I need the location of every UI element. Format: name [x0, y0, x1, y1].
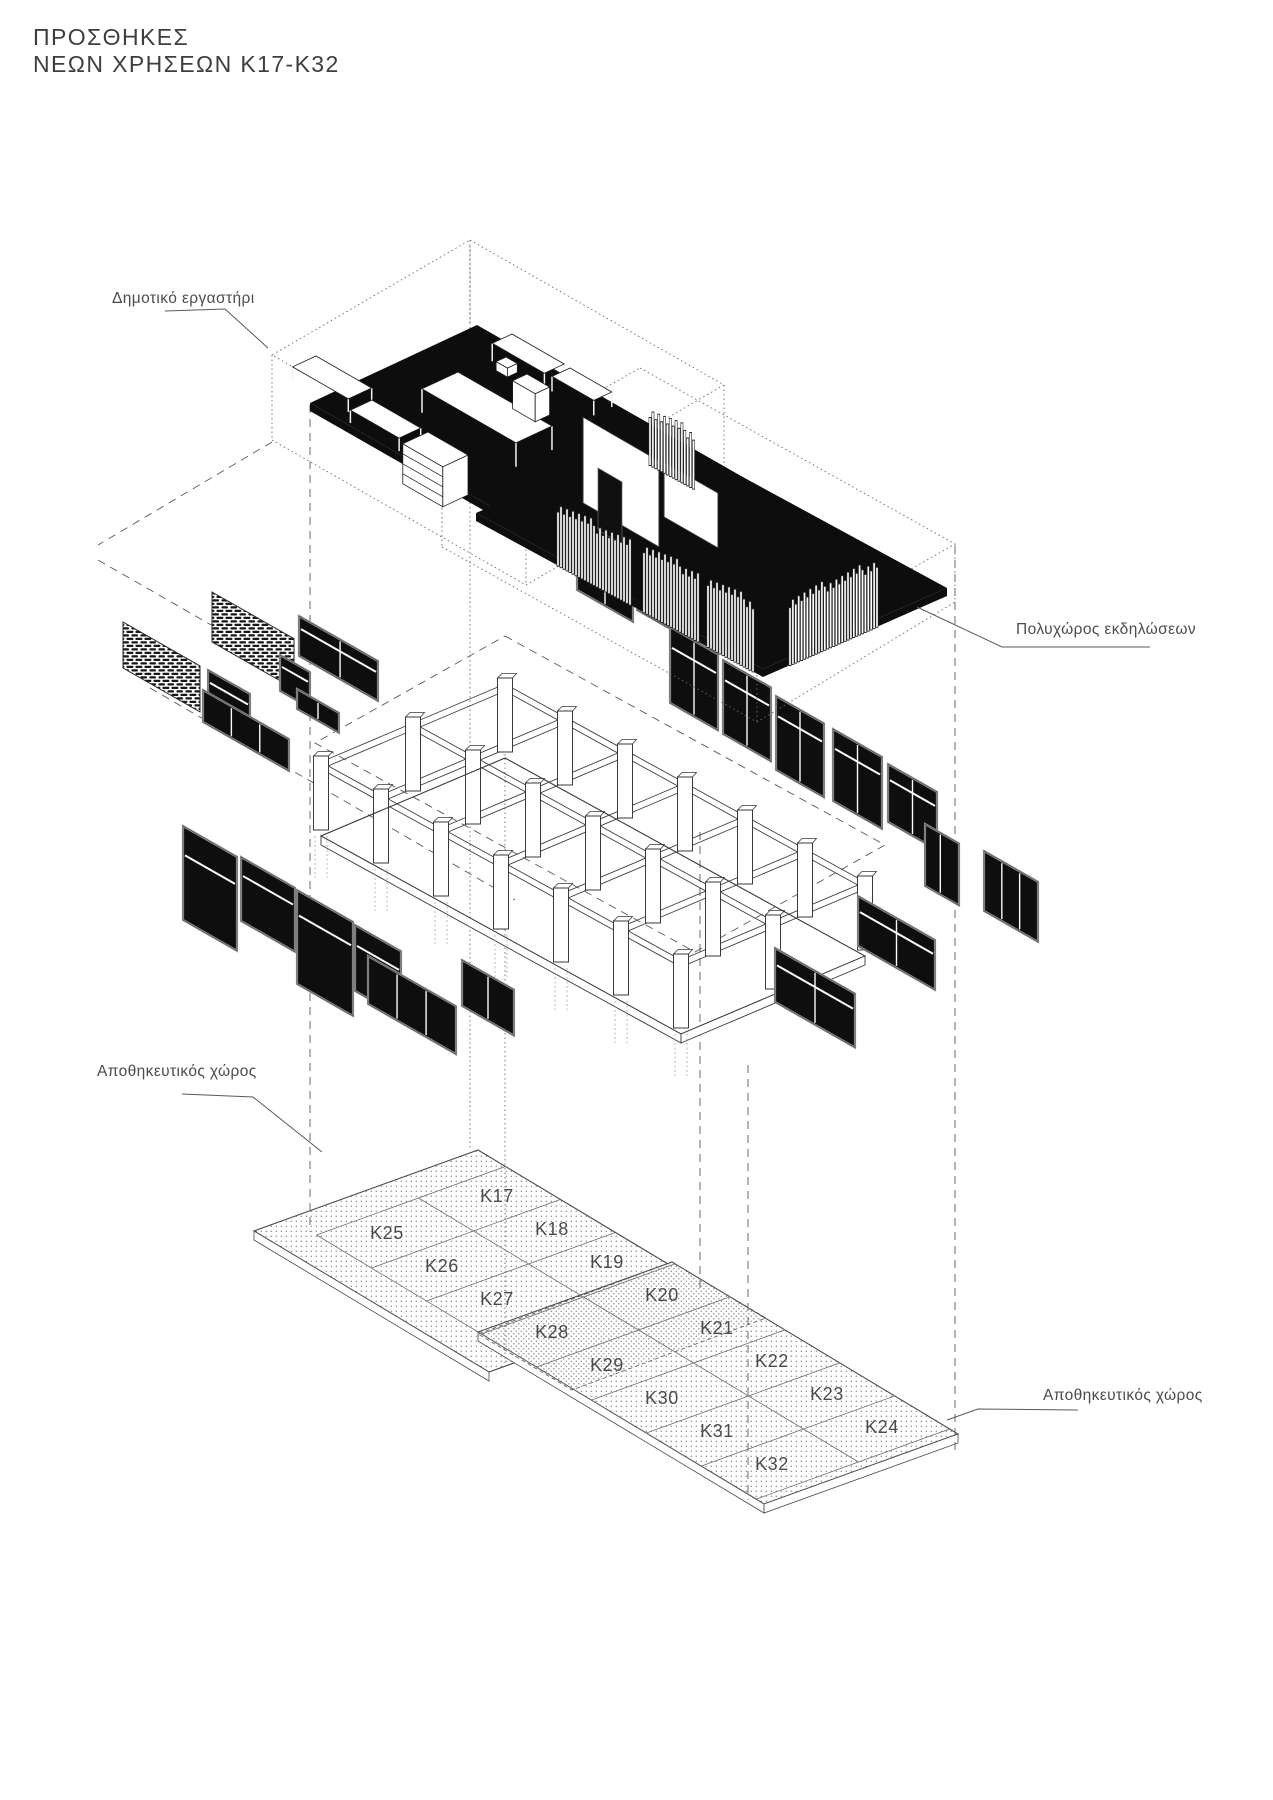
event-hall-curtains: [556, 411, 879, 673]
title-line2: ΝΕΩΝ ΧΡΗΣΕΩΝ Κ17-Κ32: [33, 51, 340, 78]
leader-event-hall: [916, 606, 1150, 648]
window-panel: [721, 658, 773, 764]
window-panel: [366, 954, 458, 1057]
window-panel: [239, 855, 297, 954]
grid-cell-label-30: K30: [645, 1388, 679, 1408]
grid-cell-label-17: K17: [480, 1186, 514, 1206]
window-panel: [460, 958, 516, 1038]
window-panel: [773, 946, 857, 1050]
window-panel: [668, 625, 720, 733]
facade-panels-layer: [122, 550, 1040, 1057]
roof-workshop-layer: [271, 239, 956, 723]
window-panel: [297, 614, 380, 703]
door-panel: [982, 849, 1040, 944]
label-storage-left: Αποθηκευτικός χώρος: [97, 1063, 257, 1080]
grid-cell-label-29: K29: [590, 1355, 624, 1375]
window-panel: [201, 688, 291, 773]
grid-cell-label-25: K25: [370, 1223, 404, 1243]
grid-cell-label-23: K23: [810, 1384, 844, 1404]
grid-cell-label-31: K31: [700, 1421, 734, 1441]
workshop-furniture: [291, 333, 613, 508]
concrete-frame-layer: [312, 673, 878, 1076]
window-panel: [831, 727, 884, 831]
leader-storage-right: [946, 1408, 1079, 1421]
door-panel: [923, 822, 961, 908]
cabinet-shape: [511, 373, 551, 423]
storage-overlap-outline: [477, 1261, 767, 1391]
cabinet-shape: [401, 431, 469, 508]
grid-cell-label-28: K28: [535, 1322, 569, 1342]
window-panel: [295, 687, 341, 735]
window-panel: [295, 888, 355, 1018]
annotations: Δημοτικό εργαστήρι Πολυχώρος εκδηλώσεων …: [97, 290, 1203, 1421]
event-hall-box-outline: [441, 367, 956, 723]
cabinet-shape: [495, 356, 519, 378]
window-panel: [181, 824, 239, 953]
grid-cell-label-19: K19: [590, 1252, 624, 1272]
grid-cell-label-27: K27: [480, 1289, 514, 1309]
table-shape: [291, 355, 373, 412]
brick-screen-panel: [122, 621, 201, 713]
grid-cell-label-22: K22: [755, 1351, 789, 1371]
partition-wall: [582, 416, 719, 549]
grid-cell-label-32: K32: [755, 1454, 789, 1474]
table-shape: [349, 399, 422, 452]
grid-cell-label-24: K24: [865, 1417, 899, 1437]
leader-storage-left: [181, 1093, 323, 1153]
window-panel: [774, 694, 826, 800]
projection-guides: [97, 246, 956, 1500]
table-shape: [551, 367, 613, 416]
label-event-hall: Πολυχώρος εκδηλώσεων: [1016, 621, 1196, 638]
drawing-title: ΠΡΟΣΘΗΚΕΣ ΝΕΩΝ ΧΡΗΣΕΩΝ Κ17-Κ32: [33, 24, 340, 78]
leader-workshop: [164, 308, 269, 349]
label-workshop: Δημοτικό εργαστήρι: [112, 290, 255, 307]
title-line1: ΠΡΟΣΘΗΚΕΣ: [33, 24, 190, 50]
grid-cell-label-20: K20: [645, 1285, 679, 1305]
grid-cell-label-18: K18: [535, 1219, 569, 1239]
window-panel: [856, 894, 937, 992]
grid-cell-label-21: K21: [700, 1318, 734, 1338]
grid-cell-label-26: K26: [425, 1256, 459, 1276]
label-storage-right: Αποθηκευτικός χώρος: [1043, 1387, 1203, 1404]
